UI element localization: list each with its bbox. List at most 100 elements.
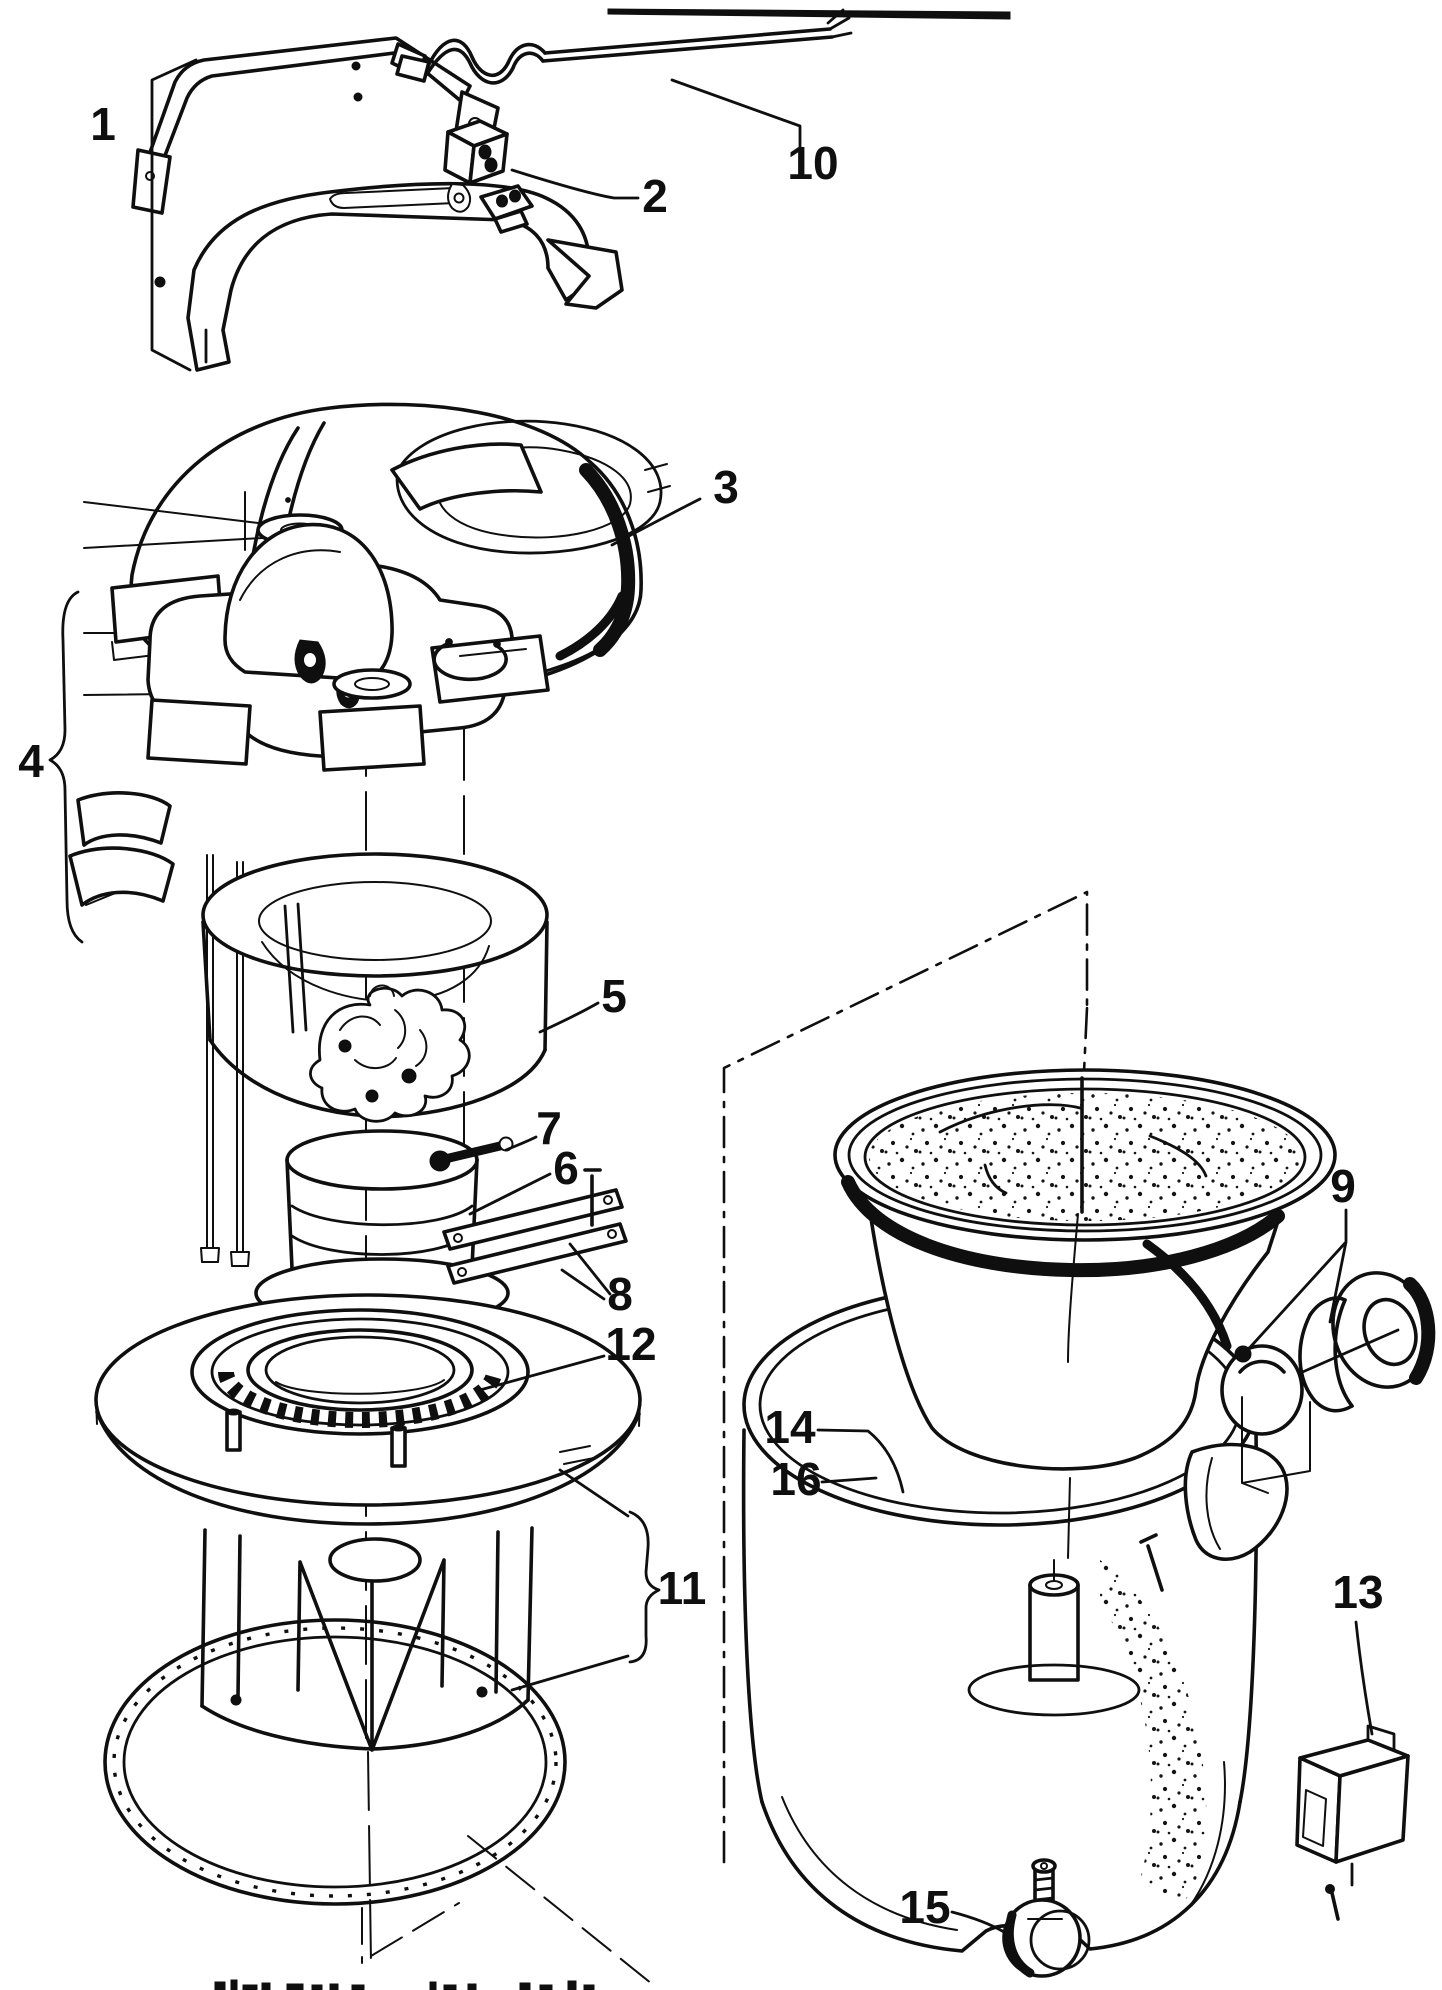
cropped-caption-fragment-rect (214, 1981, 226, 1990)
callout-label-3: 3 (713, 461, 739, 513)
cage-fin (296, 1558, 446, 1752)
cover-plate-and-ring-ellipse (391, 1424, 406, 1432)
guide-line (367, 1751, 372, 1964)
terminal-hole (509, 189, 521, 203)
armature-windings (309, 986, 471, 1123)
callout-label-11: 11 (658, 1562, 707, 1614)
bag-alignment-line (1067, 1477, 1071, 1559)
callout-label-16: 16 (770, 1453, 821, 1505)
callout-label-8: 8 (607, 1268, 633, 1320)
lid-notch (644, 463, 671, 493)
part-6-motor-circle (365, 1089, 379, 1103)
part-8-mount-rails-circle (603, 1195, 613, 1205)
roller-hub (1362, 1297, 1418, 1367)
callout-label-15: 15 (899, 1881, 950, 1933)
bag-fold-shade (1142, 1239, 1232, 1351)
part-4-mount-plate-assembly-circle (493, 640, 501, 648)
tank-bottom-inner (781, 1796, 958, 1931)
winding-detail (339, 984, 428, 1069)
collar-top (1308, 1296, 1354, 1413)
cord-wave (426, 38, 547, 78)
oval-washer-hole (354, 677, 390, 691)
stem-coils (1033, 1876, 1055, 1912)
cropped-caption-fragment-rect (311, 1984, 323, 1990)
inlet-deflector (1183, 1442, 1289, 1561)
callout-label-5: 5 (601, 970, 627, 1022)
callout-labels: 1 2 3 4 5 6 7 8 9 10 11 12 13 14 15 16 (18, 98, 1383, 1933)
keyhole-hole (304, 653, 316, 667)
lower-handle (186, 181, 594, 372)
ring-gasket (210, 1317, 510, 1427)
motor-body-side (285, 1158, 479, 1270)
bag-inside-speckle (869, 1093, 1301, 1221)
ring-teeth (218, 1371, 502, 1428)
dome-highlight (239, 549, 341, 601)
plate-rim-edge (95, 1399, 641, 1427)
terminal-foot (493, 209, 529, 234)
leader-3 (610, 497, 702, 547)
socket-frame (1241, 1396, 1311, 1494)
c-ring (432, 642, 508, 682)
cropped-caption-fragment-rect (329, 1983, 339, 1990)
leader-2 (510, 168, 640, 200)
callout-label-14: 14 (764, 1401, 816, 1453)
cropped-caption-fragment-rect (242, 1984, 258, 1990)
oval-washer (332, 668, 412, 700)
part-6-motor-circle (401, 1068, 417, 1084)
rivet-dot (353, 92, 363, 102)
part-4-mount-plate-assembly (48, 501, 550, 944)
leader-7 (504, 1135, 538, 1152)
tank-o-ring-inner (122, 1635, 548, 1889)
callout-brace-11 (628, 1510, 661, 1664)
part-3-lid-circle (285, 497, 291, 503)
part-11-float-cage (103, 1526, 567, 1906)
switch-hole (484, 157, 498, 173)
cord-run (543, 27, 832, 55)
callout-label-9: 9 (1330, 1160, 1356, 1212)
front-right-wing (318, 704, 426, 772)
cropped-caption-fragment-rect (230, 1979, 238, 1990)
projection-plane-path (361, 1835, 658, 1989)
part-6-motor-circle (338, 1039, 352, 1053)
part-9-roller-fitting (1220, 1271, 1436, 1494)
wheel-shade (1004, 1910, 1035, 1978)
bag-seam-lower (1067, 1213, 1079, 1363)
leader-8 (560, 1242, 612, 1301)
plate-notch (559, 1445, 595, 1465)
cropped-caption-fragment (214, 1979, 595, 1990)
caster-wheel-inner (1029, 1909, 1091, 1971)
part-13-switch-module-circle (1325, 1884, 1335, 1894)
projection-plane-path (722, 890, 1089, 1864)
sleeve-slit (283, 902, 308, 1034)
bag-body (845, 1182, 1280, 1469)
switch-link (447, 183, 472, 213)
right-wing-step (459, 648, 527, 657)
leader-9 (1242, 1208, 1348, 1356)
callout-label-7: 7 (536, 1102, 562, 1154)
leader-10 (670, 78, 802, 152)
rod-nut (230, 1251, 250, 1267)
part-13-switch-module (1295, 1724, 1410, 1921)
leader-11 (510, 1468, 630, 1692)
lid-dark-edge (555, 591, 627, 661)
callout-label-10: 10 (787, 137, 838, 189)
bag-rim (847, 1077, 1323, 1233)
foot-hole (145, 171, 155, 181)
module-side (1334, 1754, 1410, 1864)
callout-label-4: 4 (18, 735, 44, 787)
cord-plug (395, 54, 431, 83)
callout-bracket-1 (150, 58, 198, 372)
rail-screw (583, 1168, 602, 1227)
part-11-float-cage-circle (230, 1694, 242, 1706)
plate-rim (95, 1410, 641, 1526)
part-8-mount-rails-circle (453, 1233, 463, 1243)
projection-plane (361, 890, 1089, 1989)
callout-label-1: 1 (90, 98, 116, 150)
cover-plate-and-ring (94, 1293, 642, 1526)
callout-label-13: 13 (1332, 1566, 1383, 1618)
part-8-mount-rails-circle (607, 1229, 617, 1239)
leader-15 (950, 1910, 1006, 1934)
stem-hole (1040, 1862, 1048, 1870)
cropped-caption-fragment-rect (567, 1980, 577, 1990)
